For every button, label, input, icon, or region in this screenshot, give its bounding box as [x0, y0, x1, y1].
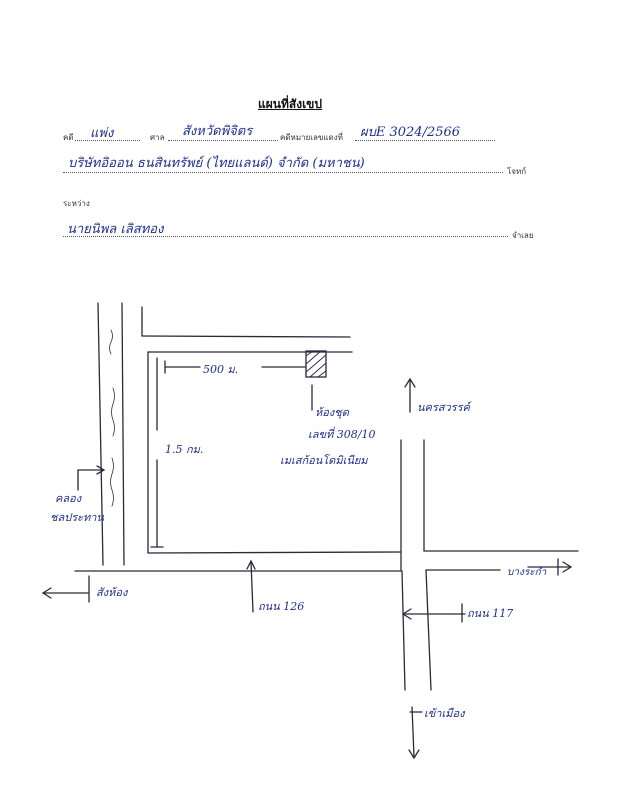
property-hatch: [305, 350, 327, 378]
plaintiff-name: บริษัทอิออน ธนสินทรัพย์ (ไทยแลนด์) จำกัด…: [68, 156, 365, 171]
south-direction-label: เข้าเมือง: [424, 707, 465, 720]
property-label-line3: เมเสก้อนโดมิเนียม: [280, 454, 368, 467]
road-126-pointer: [250, 561, 254, 613]
case-number-label: คดีหมายเลขแดงที่: [280, 133, 343, 142]
case-type: แพ่ง: [90, 126, 114, 141]
canal-bank-right: [121, 302, 125, 566]
road-117-label: ถนน 117: [467, 607, 514, 620]
page-title: แผนที่สังเขป: [258, 97, 322, 111]
case-number-value: ผบE 3024/2566: [360, 125, 461, 140]
road-126-label: ถนน 126: [258, 600, 305, 613]
canal-bank-left: [97, 302, 104, 566]
plaintiff-label: โจทก์: [507, 167, 527, 176]
property-label-line1: ห้องชุด: [315, 406, 349, 419]
main-road-upper-edge-left: [147, 551, 402, 554]
canal-water-2: [111, 387, 115, 437]
court-name: สังหวัดพิจิตร: [182, 124, 253, 139]
north-arrow-head: [404, 377, 416, 388]
north-direction-label: นครสวรรค์: [417, 401, 470, 414]
canal-pointer-head: [96, 465, 106, 475]
property-label-line2: เลขที่ 308/10: [308, 428, 376, 441]
road-126-pointer-head: [246, 559, 256, 570]
south-arrow-line: [411, 706, 415, 758]
east-arrow-head: [562, 561, 573, 573]
dimension-1-5km-label: 1.5 กม.: [165, 443, 204, 456]
road-117-pointer-head: [401, 608, 412, 620]
west-direction-label: สังห้อง: [96, 586, 128, 599]
canal-label-line1: คลอง: [55, 492, 82, 505]
canal-water-3: [110, 457, 114, 507]
top-road-upper-edge: [141, 335, 351, 338]
side-road-left-edge-south: [401, 570, 406, 691]
south-arrow-head: [408, 749, 420, 760]
east-direction-label: บางระกำ: [507, 567, 547, 578]
dimension-500m-label: 500 ม.: [203, 363, 239, 376]
between-label: ระหว่าง: [63, 199, 90, 208]
defendant-label: จำเลย: [512, 231, 534, 240]
court-label: ศาล: [150, 133, 165, 142]
canal-water-1: [109, 329, 113, 355]
canal-label-line2: ชลประทาน: [50, 511, 104, 524]
side-road-right-edge-south: [425, 569, 432, 691]
west-arrow-head: [41, 587, 52, 599]
defendant-name: นายนิพล เลิสทอง: [67, 222, 164, 237]
case-label: คดี: [63, 133, 74, 142]
